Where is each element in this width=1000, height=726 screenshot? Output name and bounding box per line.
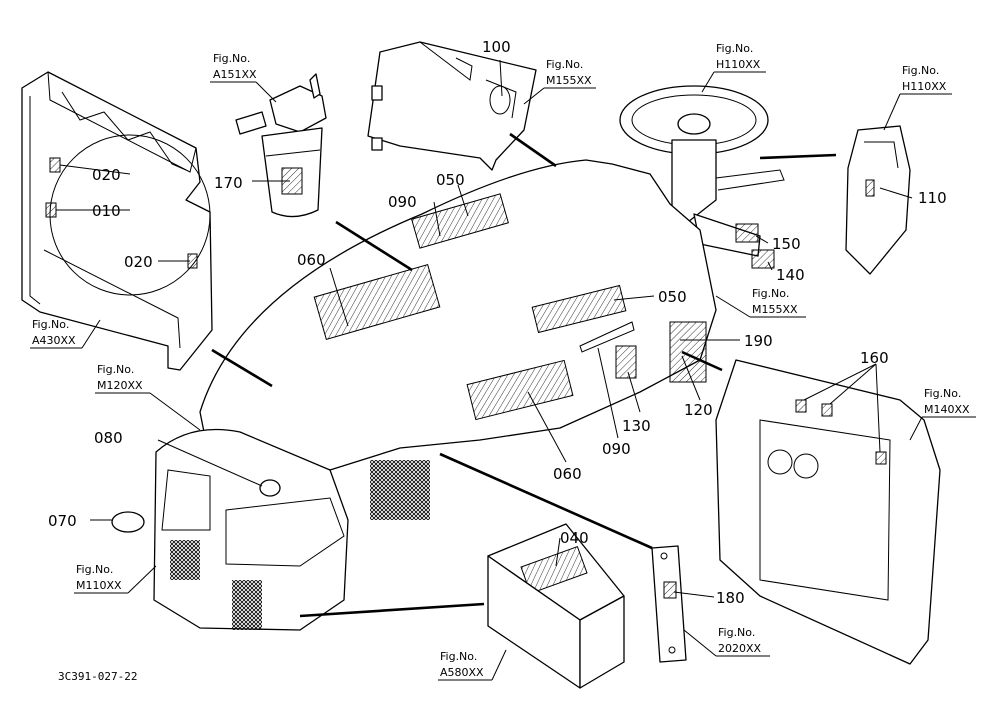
- callout-060-top: 060: [297, 251, 326, 269]
- svg-text:Fig.No.: Fig.No.: [32, 318, 69, 331]
- callout-010: 010: [92, 202, 121, 220]
- callout-170: 170: [214, 174, 243, 192]
- svg-text:M120XX: M120XX: [97, 379, 143, 392]
- leader-lines: [56, 59, 913, 598]
- label-060-side: [466, 359, 574, 421]
- callout-140: 140: [776, 266, 805, 284]
- callout-090-side: 090: [602, 440, 631, 458]
- callout-120: 120: [684, 401, 713, 419]
- fig-ref-h110-cover: Fig.No. H110XX: [883, 64, 952, 131]
- bracket-180: [651, 545, 687, 663]
- callout-110: 110: [918, 189, 947, 207]
- callout-080: 080: [94, 429, 123, 447]
- callout-130: 130: [622, 417, 651, 435]
- callout-020-top: 020: [92, 166, 121, 184]
- label-060-top: [313, 263, 441, 341]
- fig-ref-a151: Fig.No. A151XX: [210, 52, 277, 103]
- fig-ref-h110-steering: Fig.No. H110XX: [701, 42, 766, 93]
- callout-numbers: 100 170 020 010 020 090 050 060 110 150 …: [48, 38, 947, 607]
- fig-ref-m155-side: Fig.No. M155XX: [715, 287, 806, 318]
- label-110: [865, 179, 875, 197]
- svg-text:M155XX: M155XX: [546, 74, 592, 87]
- fuel-filter: [235, 73, 327, 218]
- drawing-code: 3C391-027-22: [58, 670, 137, 683]
- callout-060-side: 060: [553, 465, 582, 483]
- dash-cover: [845, 125, 911, 275]
- label-050-side: [531, 284, 627, 334]
- fig-ref-m110: Fig.No. M110XX: [74, 563, 157, 594]
- svg-text:M110XX: M110XX: [76, 579, 122, 592]
- callout-190: 190: [744, 332, 773, 350]
- svg-text:A430XX: A430XX: [32, 334, 76, 347]
- label-040: [520, 545, 588, 595]
- svg-text:2020XX: 2020XX: [718, 642, 762, 655]
- callout-070: 070: [48, 512, 77, 530]
- callout-050-side: 050: [658, 288, 687, 306]
- callout-090-top: 090: [388, 193, 417, 211]
- arrows: [211, 132, 837, 618]
- svg-text:Fig.No.: Fig.No.: [716, 42, 753, 55]
- battery: [487, 523, 625, 689]
- svg-text:Fig.No.: Fig.No.: [752, 287, 789, 300]
- label-050-top: [411, 193, 509, 249]
- fig-ref-m140: Fig.No. M140XX: [909, 387, 976, 441]
- label-150: [735, 223, 759, 243]
- svg-text:Fig.No.: Fig.No.: [924, 387, 961, 400]
- svg-text:H110XX: H110XX: [716, 58, 761, 71]
- emblem-070: [111, 511, 145, 533]
- side-cover-upper: [367, 41, 537, 171]
- label-160-a: [795, 399, 807, 413]
- emblem-080: [259, 479, 281, 497]
- svg-text:Fig.No.: Fig.No.: [213, 52, 250, 65]
- label-160-c: [875, 451, 887, 465]
- svg-text:Fig.No.: Fig.No.: [546, 58, 583, 71]
- label-180: [663, 581, 677, 599]
- fig-ref-m120: Fig.No. M120XX: [95, 363, 201, 431]
- label-010: [45, 202, 57, 218]
- label-160-b: [821, 403, 833, 417]
- radiator-shroud: [21, 71, 213, 371]
- fig-ref-a580: Fig.No. A580XX: [438, 649, 507, 681]
- front-grille: [111, 428, 430, 631]
- fig-ref-m155-top: Fig.No. M155XX: [523, 58, 596, 105]
- svg-text:M140XX: M140XX: [924, 403, 970, 416]
- label-120-190: [669, 321, 707, 383]
- fig-ref-a430: Fig.No. A430XX: [30, 318, 101, 349]
- svg-text:Fig.No.: Fig.No.: [76, 563, 113, 576]
- callout-150: 150: [772, 235, 801, 253]
- label-140: [751, 249, 775, 269]
- fig-ref-2020: Fig.No. 2020XX: [683, 626, 770, 657]
- callout-160: 160: [860, 349, 889, 367]
- instrument-panel: [715, 359, 941, 665]
- callout-040: 040: [560, 529, 589, 547]
- callout-100: 100: [482, 38, 511, 56]
- label-020-top: [49, 157, 61, 173]
- callout-180: 180: [716, 589, 745, 607]
- bonnet: [199, 159, 717, 481]
- svg-text:Fig.No.: Fig.No.: [902, 64, 939, 77]
- svg-text:Fig.No.: Fig.No.: [718, 626, 755, 639]
- svg-text:A580XX: A580XX: [440, 666, 484, 679]
- logo-decal: [579, 321, 635, 353]
- steering-assembly: [619, 85, 785, 269]
- fig-references: Fig.No. A151XX Fig.No. M155XX Fig.No. H1…: [30, 42, 976, 681]
- svg-text:Fig.No.: Fig.No.: [97, 363, 134, 376]
- label-130: [615, 345, 637, 379]
- callout-020-side: 020: [124, 253, 153, 271]
- svg-text:Fig.No.: Fig.No.: [440, 650, 477, 663]
- svg-text:M155XX: M155XX: [752, 303, 798, 316]
- svg-text:H110XX: H110XX: [902, 80, 947, 93]
- svg-text:A151XX: A151XX: [213, 68, 257, 81]
- callout-050-top: 050: [436, 171, 465, 189]
